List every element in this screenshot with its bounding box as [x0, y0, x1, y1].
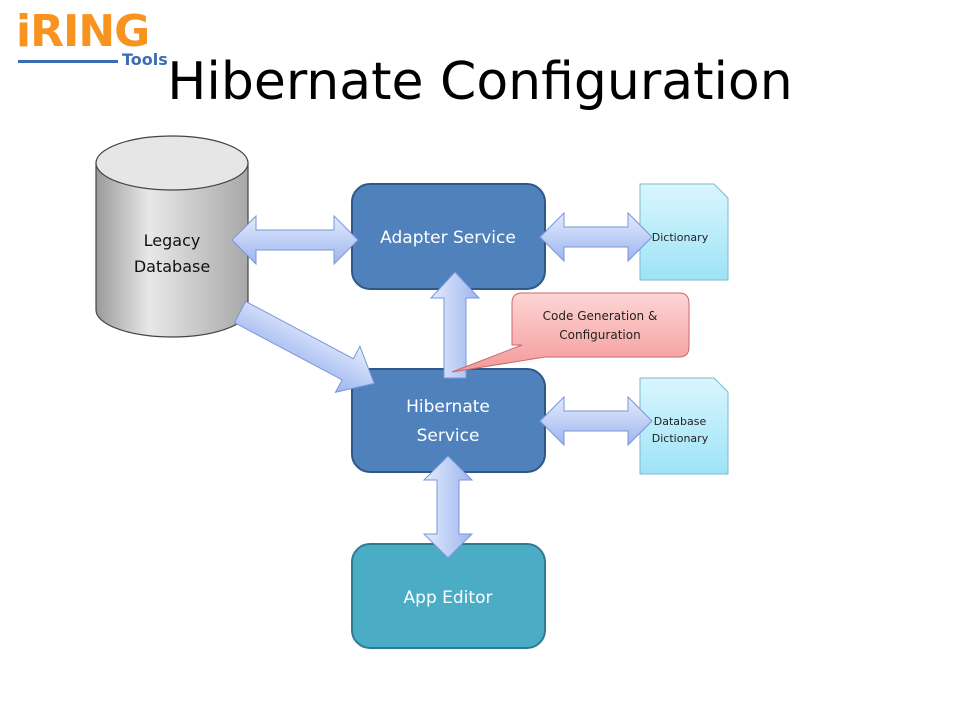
double-arrow-hibernate-appeditor [422, 455, 474, 559]
callout-label-2: Configuration [559, 328, 640, 342]
app-editor-box: App Editor [351, 543, 546, 649]
slide-title: Hibernate Configuration [167, 52, 793, 112]
iring-tools-logo: iRING Tools [14, 6, 174, 70]
dictionary-label: Dictionary [652, 231, 709, 244]
arrow-database-to-hibernate [233, 300, 375, 393]
legacy-database-label-1: Legacy [144, 231, 201, 250]
logo-underline [18, 60, 118, 63]
callout-label-1: Code Generation & [543, 309, 658, 323]
app-editor-label: App Editor [404, 588, 493, 608]
dictionary-document: Dictionary [639, 183, 729, 281]
double-arrow-adapter-dictionary [539, 211, 653, 263]
legacy-database-cylinder: Legacy Database [95, 135, 249, 338]
arrow-hibernate-to-adapter [429, 271, 481, 379]
adapter-service-box: Adapter Service [351, 183, 546, 290]
database-dictionary-document: Database Dictionary [639, 377, 729, 475]
adapter-service-label: Adapter Service [380, 228, 516, 248]
database-dictionary-label-2: Dictionary [652, 432, 709, 445]
code-generation-callout: Code Generation & Configuration [451, 292, 690, 373]
logo-main-text: iRING [16, 6, 150, 57]
logo-sub-text: Tools [122, 50, 168, 69]
hibernate-service-label-2: Service [417, 426, 480, 446]
double-arrow-hibernate-dbdictionary [539, 395, 653, 447]
database-dictionary-label-1: Database [654, 415, 707, 428]
legacy-database-label-2: Database [134, 257, 210, 276]
hibernate-service-label-1: Hibernate [406, 397, 490, 417]
double-arrow-database-adapter [231, 214, 359, 266]
